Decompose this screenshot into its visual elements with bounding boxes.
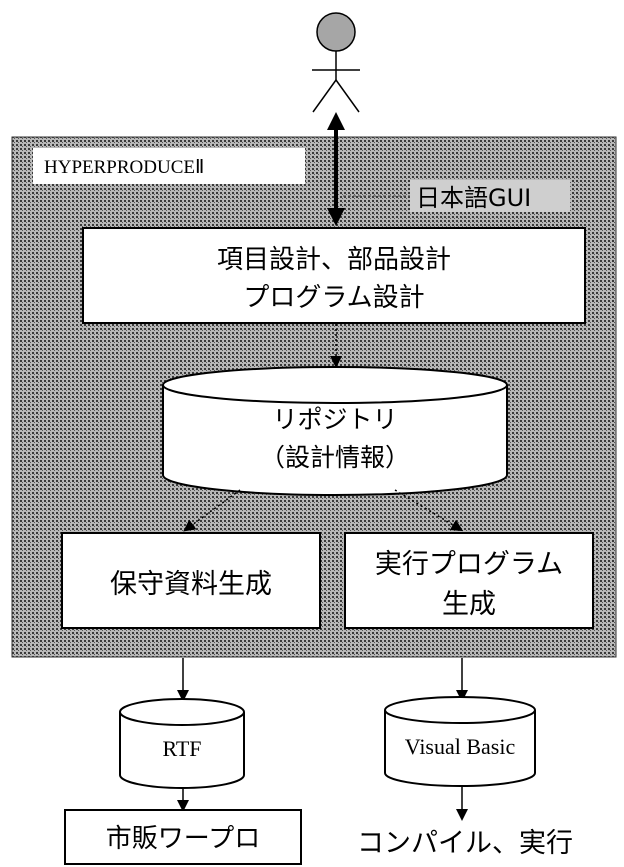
system-name: HYPERPRODUCEⅡ [44,157,204,178]
maintenance-label: 保守資料生成 [110,569,272,600]
design-box-line1: 項目設計、部品設計 [217,245,451,275]
exec-line1: 実行プログラム [375,549,563,580]
rtf-label: RTF [162,736,201,761]
exec-line2: 生成 [442,589,496,620]
wordpro-label: 市販ワープロ [106,824,260,854]
repository-line2: （設計情報） [260,443,410,472]
repository-cylinder [162,366,508,496]
design-box [82,227,586,324]
repo-to-maintenance-arrow [183,489,241,532]
gui-arrow [327,112,345,226]
exec-box [344,532,594,629]
vb-cylinder [384,696,536,787]
maintenance-box [61,532,321,629]
repository-line1: リポジトリ [272,405,397,434]
gui-label: 日本語GUI [416,184,531,212]
system-name-box [33,148,305,184]
user-icon [312,12,360,113]
gui-label-bg [410,180,570,212]
vb-label: Visual Basic [405,734,516,759]
wordpro-box [64,809,302,865]
design-box-line2: プログラム設計 [243,283,424,313]
rtf-cylinder [119,698,245,789]
repo-to-exec-arrow [394,489,464,532]
compile-label: コンパイル、実行 [357,828,573,859]
